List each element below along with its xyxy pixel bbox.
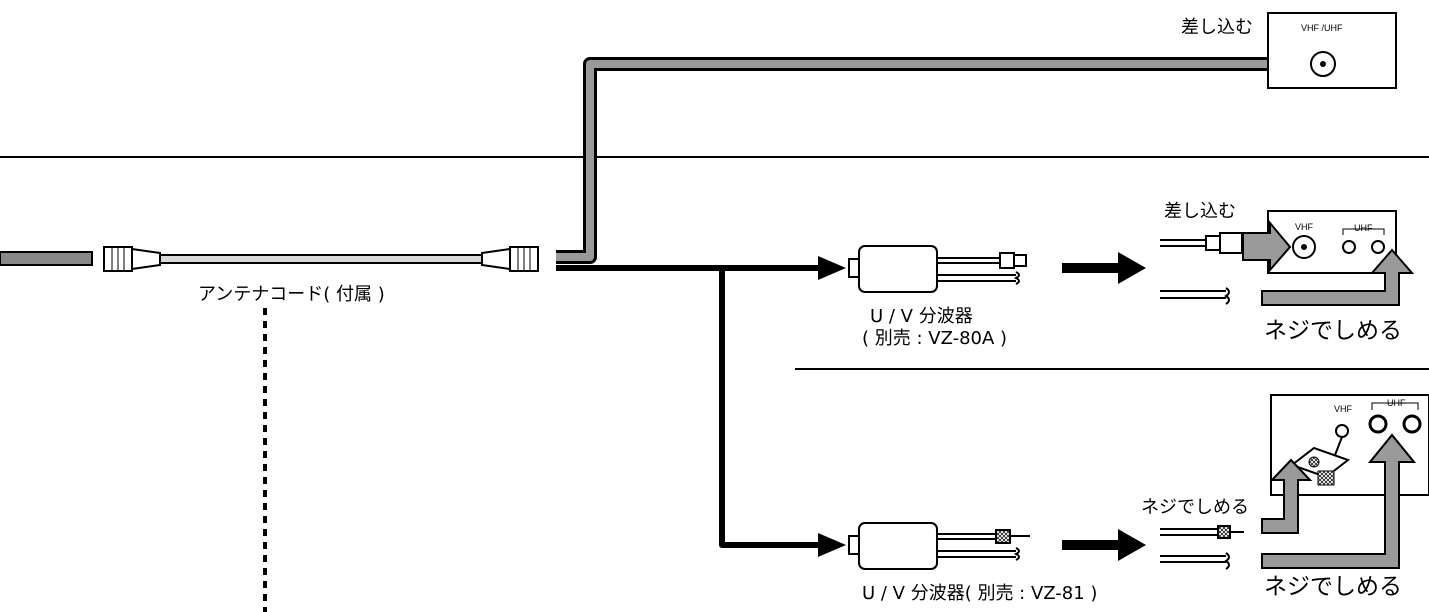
gray-route-low-uhf xyxy=(1160,433,1417,570)
splitter-vz81 xyxy=(848,522,1030,570)
terminal-label-low-uhf: UHF xyxy=(1387,398,1406,408)
screw-label-low-right: ネジでしめる xyxy=(1264,574,1402,600)
uhf-screw-mid-right xyxy=(1371,240,1385,254)
terminal-label-mid-vhf: VHF xyxy=(1295,222,1313,232)
plug-mid-vhf xyxy=(1160,220,1292,273)
vhf-screw-low xyxy=(1335,424,1349,438)
splitter-80a-label: U / V 分波器 xyxy=(870,306,973,327)
terminal-panel-top xyxy=(1267,12,1397,89)
terminal-label-mid-uhf: UHF xyxy=(1354,223,1373,233)
terminal-panel-middle xyxy=(1267,210,1397,274)
splitter-80a-note: ( 別売 : VZ-80A ) xyxy=(862,328,1008,349)
uhf-screw-mid-left xyxy=(1342,240,1356,254)
gray-route-low-vhf xyxy=(1261,458,1313,534)
terminal-label-vhf-uhf: VHF /UHF xyxy=(1301,23,1343,33)
plug-low-vhf xyxy=(1160,525,1244,539)
screw-label-low-left: ネジでしめる xyxy=(1141,497,1249,518)
antenna-cord-label: アンテナコード( 付属 ) xyxy=(198,284,385,305)
antenna-cord xyxy=(103,246,539,272)
screw-label-mid: ネジでしめる xyxy=(1264,318,1402,344)
insert-label-mid: 差し込む xyxy=(1164,201,1236,222)
arrow-low-row xyxy=(1062,529,1146,561)
uhf-screw-low-left xyxy=(1368,414,1388,434)
splitter-vz80a xyxy=(848,245,1027,293)
splitter-81-label: U / V 分波器( 別売 : VZ-81 ) xyxy=(862,583,1098,604)
insert-label-top: 差し込む xyxy=(1181,17,1253,38)
arrow-mid-row xyxy=(1062,252,1146,284)
terminal-label-low-vhf: VHF xyxy=(1334,404,1352,414)
uhf-screw-low-right xyxy=(1402,414,1422,434)
gray-route-mid-uhf xyxy=(1160,248,1415,306)
gray-route-top xyxy=(556,42,1332,264)
antenna-lead-in xyxy=(0,251,93,266)
black-route xyxy=(556,256,846,557)
